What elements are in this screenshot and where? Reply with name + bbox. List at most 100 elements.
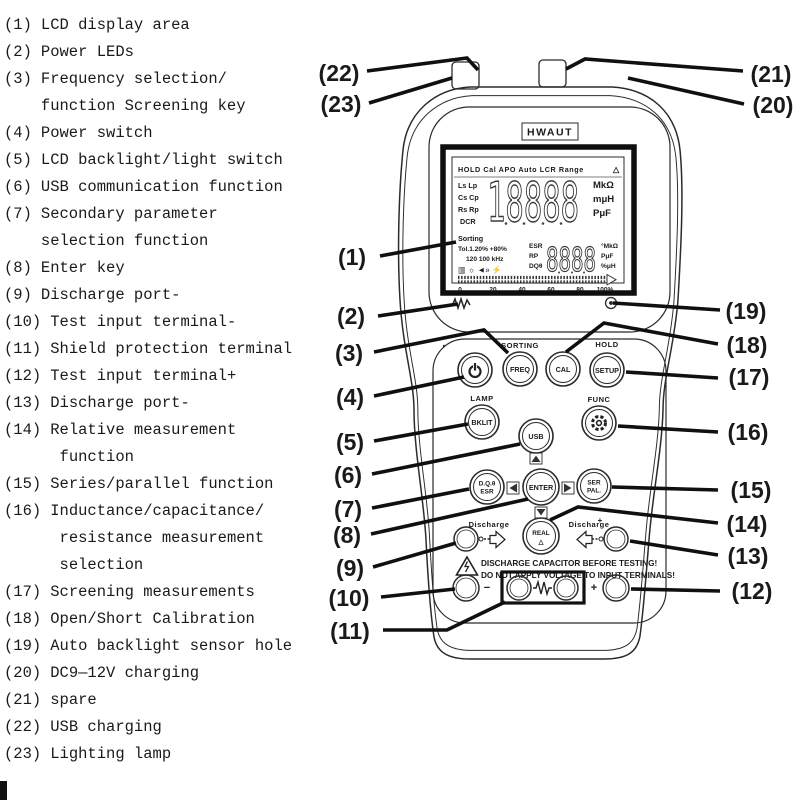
legend-item-num: (13) <box>4 394 42 412</box>
legend-item-num: (7) <box>4 205 32 223</box>
power-button <box>457 352 493 388</box>
plus-small-mark: + <box>598 516 603 525</box>
callout-line-17 <box>625 370 719 380</box>
discharge-left-arrow-icon <box>478 530 506 549</box>
legend-item-text: Frequency selection/ function Screening … <box>40 70 246 115</box>
lcd-unit-main-farad: PμF <box>593 208 611 219</box>
callout-line-12 <box>630 587 721 593</box>
brand-logo: HWAUT <box>527 127 573 139</box>
lcd-decimal-dot <box>504 222 508 225</box>
nav-left-icon <box>506 481 520 495</box>
callout-line-22 <box>366 56 480 73</box>
bar-tick-60: 60 <box>547 287 555 294</box>
lcd-unit-main-ohm: MkΩ <box>593 180 614 191</box>
minus-mark: − <box>484 582 490 594</box>
callout-line-5 <box>373 422 469 443</box>
legend-item-text: Secondary parameter selection function <box>40 205 218 250</box>
legend-item: (14)Relative measurement function <box>4 417 292 471</box>
lcd-decimal-dot <box>558 271 560 274</box>
legend-item-text: Test input terminal- <box>50 313 237 331</box>
callout-lines <box>366 56 745 632</box>
lcd-param-cscp: Cs Cp <box>458 193 479 202</box>
legend-item-text: LCD display area <box>40 16 190 34</box>
spare-port <box>538 59 567 88</box>
legend-item: (12)Test input terminal+ <box>4 363 292 390</box>
nav-up-icon <box>529 452 543 465</box>
legend-item-num: (19) <box>4 637 42 655</box>
dq-esr-line2: ESR <box>480 489 494 496</box>
callout-line-18 <box>564 321 719 354</box>
legend-item-num: (18) <box>4 610 42 628</box>
callout-line-9 <box>372 541 457 569</box>
keypad-panel <box>432 338 667 624</box>
device-body-outer <box>397 86 683 660</box>
callout-19: (19) <box>726 298 767 324</box>
callout-23: (23) <box>321 91 362 117</box>
lcd-sorting-label: Sorting <box>458 234 483 243</box>
callout-line-14 <box>549 505 719 525</box>
lcd-inner-frame <box>451 156 625 284</box>
lcd-param-dq: DQθ <box>529 263 543 270</box>
legend-item-num: (17) <box>4 583 42 601</box>
callout-3: (3) <box>335 340 363 366</box>
bar-tick-40: 40 <box>518 287 526 294</box>
device-body <box>397 86 683 660</box>
lcd-tolerance: Tol.1.20% +80% <box>458 246 507 253</box>
legend-item: (21)spare <box>4 687 292 714</box>
callout-line-10 <box>380 587 456 599</box>
lcd-frame <box>440 144 637 296</box>
legend-item: (2)Power LEDs <box>4 39 292 66</box>
legend-item-num: (10) <box>4 313 42 331</box>
freq-button: FREQ <box>502 351 538 387</box>
legend-item: (19)Auto backlight sensor hole <box>4 633 292 660</box>
legend-item: (5)LCD backlight/light switch <box>4 147 292 174</box>
test-terminal-positive <box>602 574 630 602</box>
legend-item-text: USB communication function <box>40 178 283 196</box>
ser-pal-button: SER PAL. <box>576 468 612 504</box>
legend-item: (7) Secondary parameter selection functio… <box>4 201 292 255</box>
callout-13: (13) <box>728 543 769 569</box>
legend-item-num: (2) <box>4 43 32 61</box>
lcd-display-area: HOLD Cal APO Auto LCR Range △ Ls Lp Cs C… <box>440 144 637 296</box>
legend-item-num: (1) <box>4 16 32 34</box>
callout-15: (15) <box>731 477 772 503</box>
keypad: SORTING FREQ CAL HOLD SETUP LAMP BKLIT F… <box>457 340 625 555</box>
callout-7: (7) <box>334 496 362 522</box>
power-leds-icon <box>451 296 471 311</box>
usb-charging-port <box>451 61 480 90</box>
callout-line-20 <box>627 76 745 106</box>
dq-esr-line1: D.Q.θ <box>479 481 496 488</box>
discharge-port-left: Discharge <box>453 520 509 552</box>
legend-item: (8)Enter key <box>4 255 292 282</box>
gear-icon <box>591 415 607 431</box>
legend-item: (10) Test input terminal- <box>4 309 292 336</box>
callout-line-15 <box>611 485 719 492</box>
legend-item-text: Relative measurement function <box>50 421 237 466</box>
callout-labels: (22) (23) (21) (20) (1) (2) (3) (4) (5) … <box>319 60 794 644</box>
lcd-unit-sec-farad: PμF <box>601 253 613 260</box>
bklit-button: BKLIT <box>464 404 500 440</box>
ser-pal-line2: PAL. <box>587 488 601 495</box>
legend-item: (16)Inductance/capacitance/ resistance m… <box>4 498 292 579</box>
lcd-unit-sec-henry: %μH <box>601 263 616 270</box>
hold-label: HOLD <box>595 340 618 349</box>
ser-pal-line1: SER <box>587 480 601 487</box>
callout-2: (2) <box>337 303 365 329</box>
legend-item-num: (4) <box>4 124 32 142</box>
legend-item-num: (20) <box>4 664 42 682</box>
terminals-row: − + <box>452 570 630 605</box>
freq-button-label: FREQ <box>510 365 530 374</box>
legend-item-text: Enter key <box>40 259 125 277</box>
legend-item-num: (12) <box>4 367 42 385</box>
lamp-label: LAMP <box>470 394 493 403</box>
callout-21: (21) <box>751 61 792 87</box>
lcd-range-warning-icon: △ <box>612 165 620 174</box>
discharge-right-arrow-icon <box>576 530 604 549</box>
lcd-status-icons: ▥ ☼ ◄» ⚡ <box>458 265 502 275</box>
func-button <box>581 405 617 441</box>
legend-item-text: Screening measurements <box>50 583 255 601</box>
legend-item: (9)Discharge port- <box>4 282 292 309</box>
callout-line-1 <box>379 240 457 258</box>
cal-button: CAL <box>545 351 581 387</box>
scan-corner-mark <box>0 781 7 800</box>
